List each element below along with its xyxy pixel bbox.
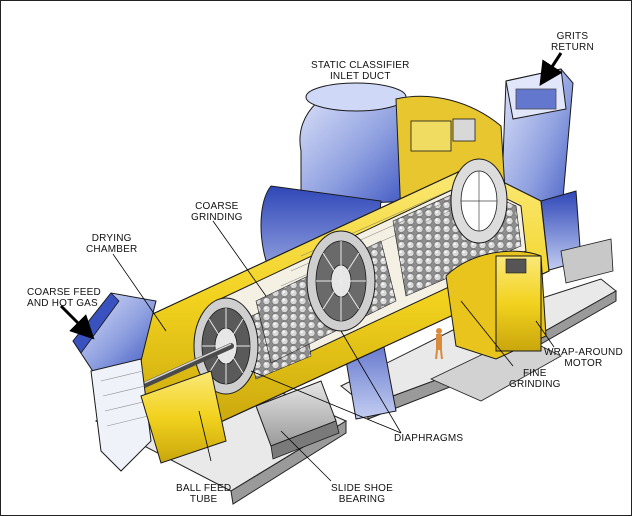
label-wrap-around-motor: WRAP-AROUND MOTOR [544, 347, 623, 369]
leader-lines [112, 220, 555, 482]
diaphragm-middle [306, 230, 376, 332]
label-static-classifier: STATIC CLASSIFIER INLET DUCT [311, 60, 410, 82]
label-fine-grinding: FINE GRINDING [509, 368, 561, 390]
diaphragm-right [450, 158, 508, 244]
slide-shoe-bearing [255, 380, 340, 460]
feed-hopper [72, 292, 227, 472]
label-coarse-grinding: COARSE GRINDING [191, 201, 243, 223]
label-drying-chamber: DRYING CHAMBER [86, 233, 138, 255]
label-slide-shoe-bearing: SLIDE SHOE BEARING [331, 483, 394, 505]
grits-return-arrow [539, 52, 563, 87]
label-coarse-feed: COARSE FEED AND HOT GAS [27, 287, 101, 309]
ball-feed-tube [128, 343, 234, 394]
coarse-feed-arrow [59, 304, 95, 340]
label-grits-return: GRITS RETURN [551, 31, 594, 53]
person-figure [435, 328, 443, 360]
wrap-around-motor [445, 250, 547, 360]
label-ball-feed-tube: BALL FEED TUBE [176, 483, 232, 505]
label-diaphragms: DIAPHRAGMS [394, 433, 464, 444]
